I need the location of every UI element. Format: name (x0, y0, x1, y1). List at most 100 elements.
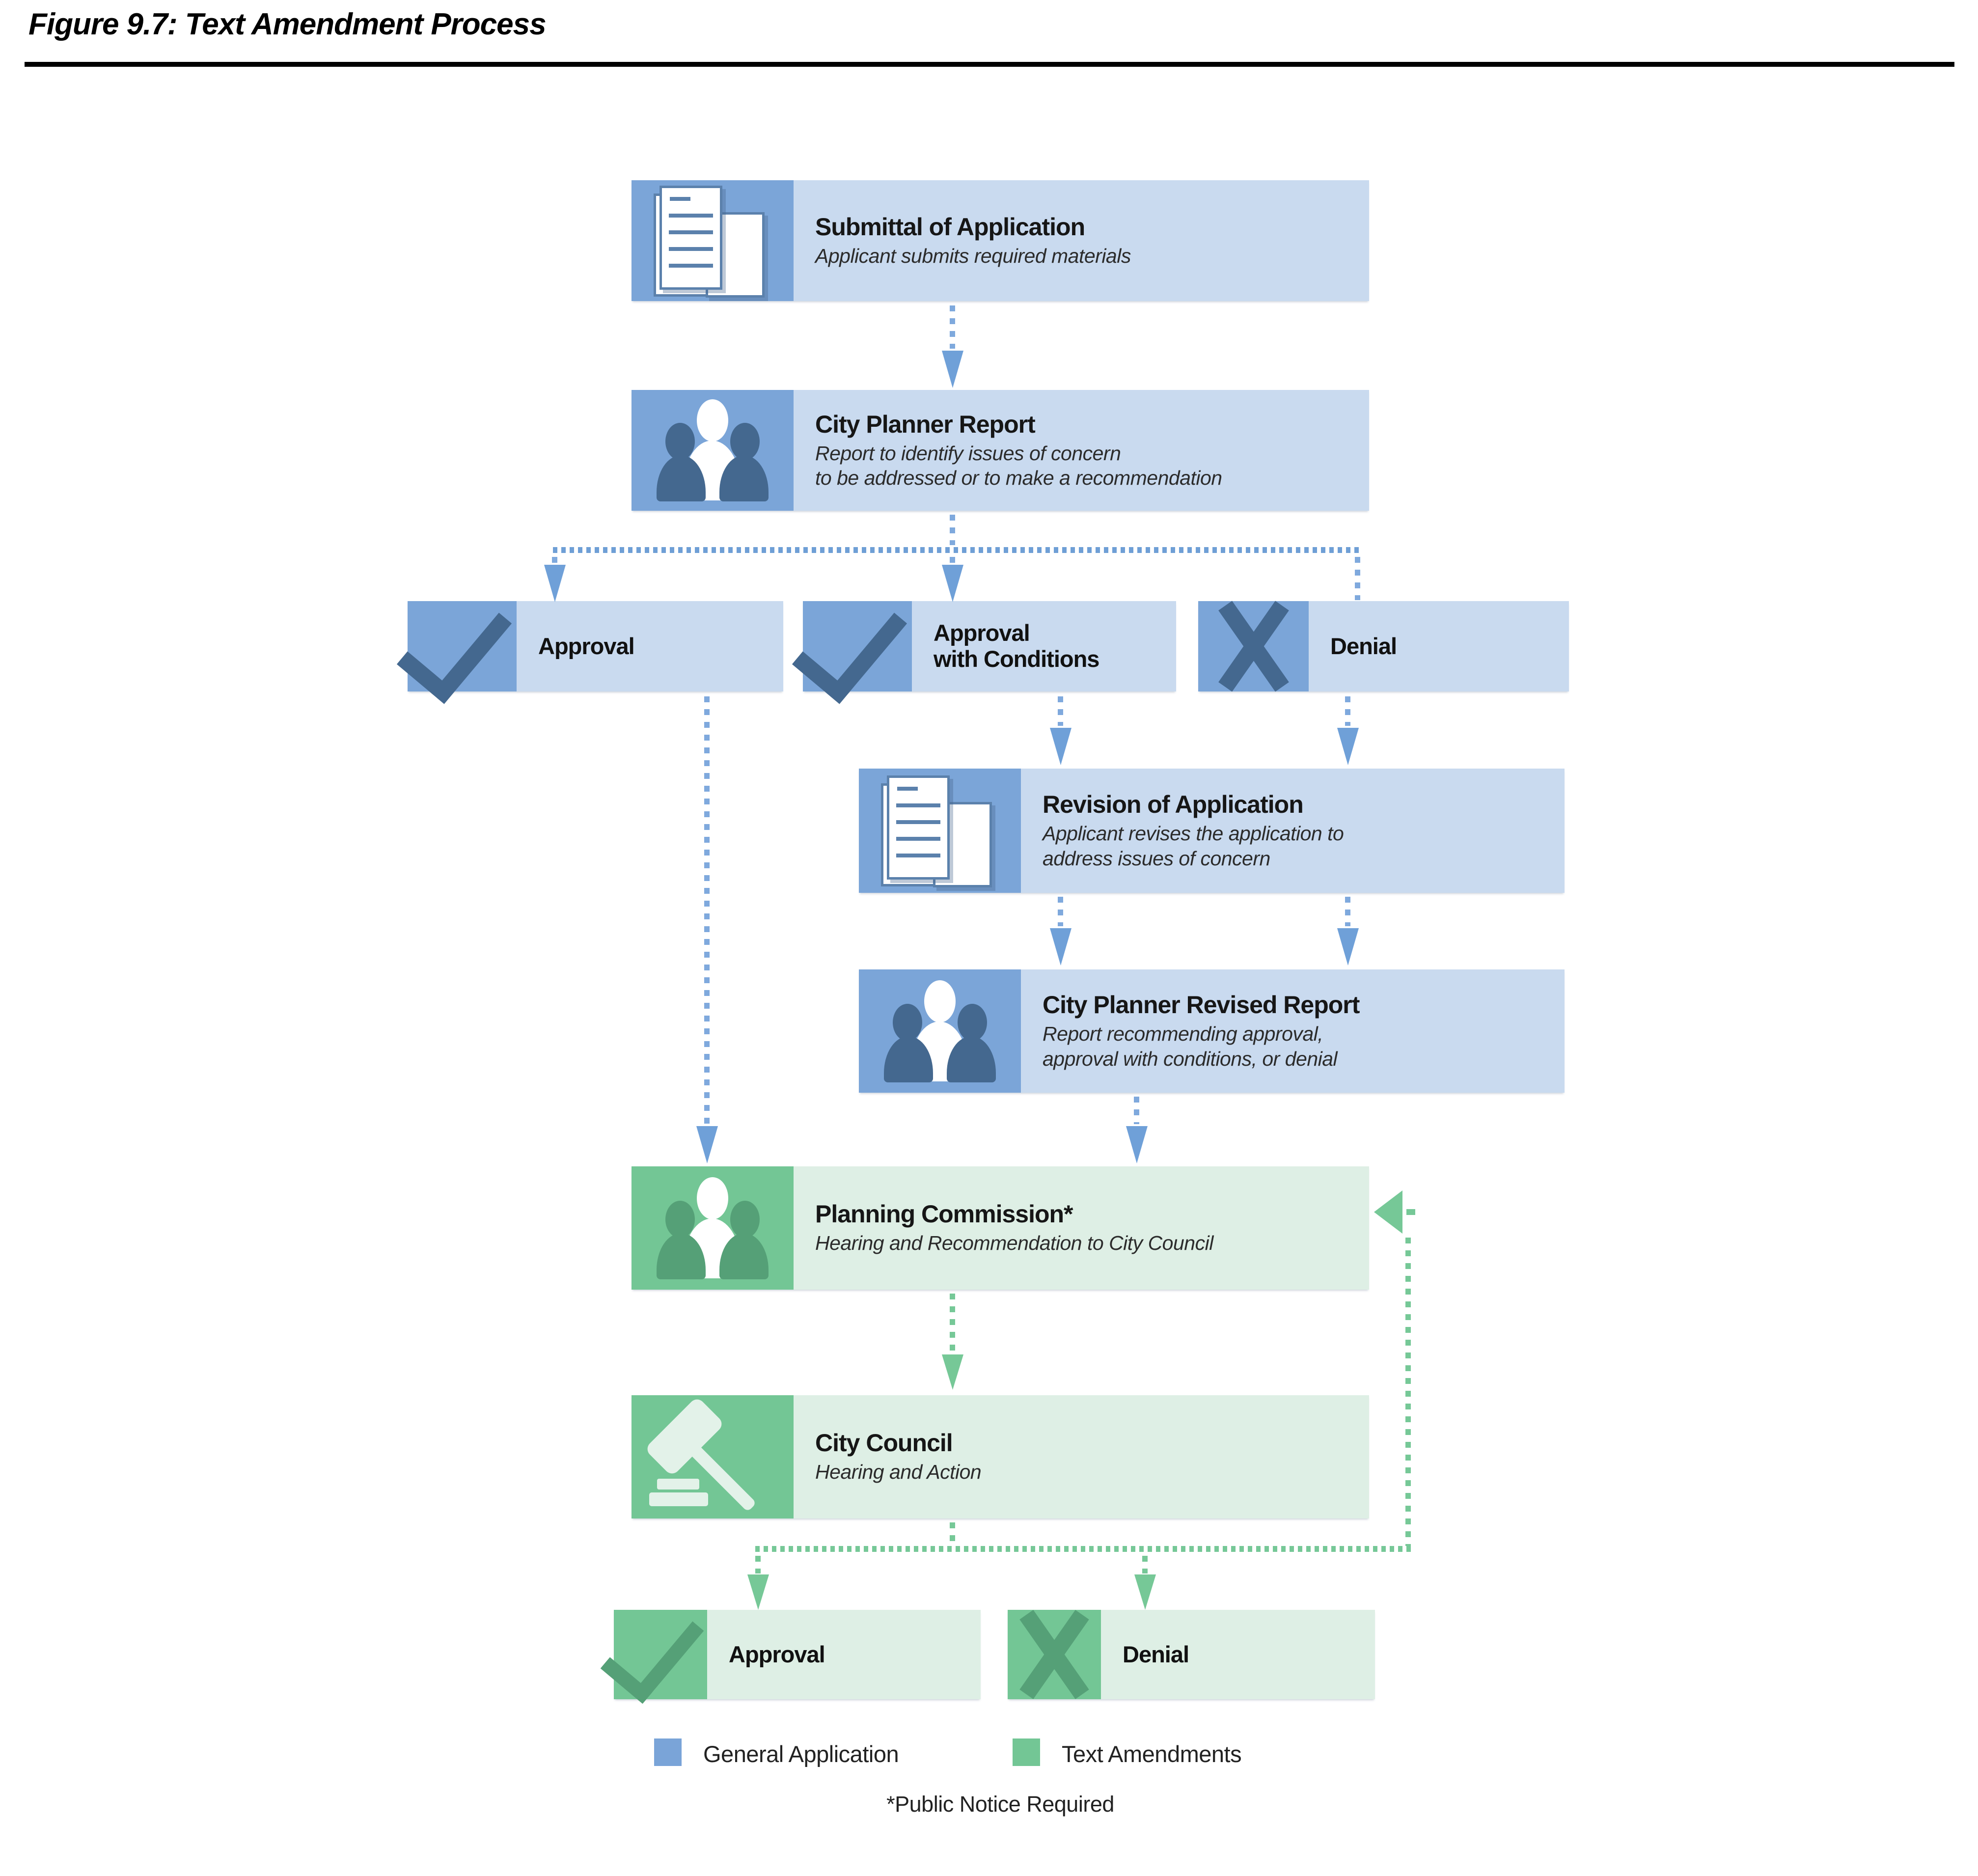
box-denial-final: Denial (1008, 1610, 1375, 1699)
people-icon-art (657, 399, 769, 501)
feedback-denial-to-commission-line (1405, 1238, 1411, 1546)
arrow-approval-to-commission-line (704, 696, 710, 1125)
box-text: Approval with Conditions (912, 601, 1176, 691)
arrow-branch-to-denial-line (1355, 557, 1360, 600)
box-approval-first: Approval (396, 583, 783, 704)
box-text: Approval (707, 1610, 981, 1699)
person-center-head (697, 399, 728, 441)
arrow-revised-to-commission-head (1126, 1126, 1148, 1163)
box-text: Submittal of Application Applicant submi… (794, 180, 1369, 301)
gavel-base-top (657, 1479, 699, 1490)
feedback-denial-to-commission-head (1374, 1190, 1402, 1234)
box-title: Submittal of Application (815, 213, 1085, 241)
people-icon-art (884, 980, 996, 1082)
person-right-head (730, 1200, 760, 1238)
arrow-branch-to-approval-final-line (755, 1556, 761, 1573)
documents-icon-art (881, 775, 994, 887)
box-text: Revision of Application Applicant revise… (1021, 769, 1565, 893)
gavel-base-bottom (649, 1492, 708, 1506)
person-center-head (924, 980, 956, 1022)
legend-label-text-amendments: Text Amendments (1062, 1741, 1242, 1767)
document-text-lines (669, 213, 713, 279)
person-left-head (893, 1003, 922, 1041)
arrow-submittal-to-report-head (942, 351, 963, 388)
x-icon (1008, 1610, 1101, 1699)
legend-swatch-text-amendments (1013, 1738, 1040, 1766)
box-text: City Planner Revised Report Report recom… (1021, 969, 1565, 1093)
arrow-revision-to-revised-right-head (1337, 928, 1359, 966)
box-denial-first: Denial (1198, 601, 1569, 692)
box-title: City Planner Report (815, 410, 1036, 438)
box-text: Approval (517, 601, 783, 691)
documents-icon-art (654, 185, 767, 298)
checkmark-glyph (792, 583, 907, 704)
arrow-submittal-to-report-line (950, 305, 955, 349)
box-submittal-of-application: Submittal of Application Applicant submi… (632, 180, 1369, 301)
arrow-revision-to-revised-left-head (1050, 928, 1071, 966)
arrow-denial-to-revision-line (1345, 696, 1350, 726)
document-text-lines (896, 803, 940, 869)
document-lined-sheet (659, 185, 722, 290)
box-text: Planning Commission* Hearing and Recomme… (794, 1166, 1369, 1290)
person-right-head (958, 1003, 987, 1041)
arrow-branch-to-conditions-head (942, 565, 963, 602)
box-city-council: City Council Hearing and Action (632, 1395, 1369, 1518)
people-icon (632, 1166, 794, 1290)
box-label: Approval (538, 633, 635, 659)
people-icon (859, 969, 1021, 1093)
box-subtitle: Report recommending approval, approval w… (1043, 1022, 1338, 1070)
box-planning-commission: Planning Commission* Hearing and Recomme… (632, 1166, 1369, 1290)
box-subtitle: Applicant submits required materials (815, 244, 1131, 267)
arrow-conditions-to-revision-head (1050, 728, 1071, 765)
box-city-planner-report: City Planner Report Report to identify i… (632, 390, 1369, 511)
checkmark-icon (600, 1595, 707, 1704)
checkmark-icon (396, 583, 517, 704)
box-subtitle: Applicant revises the application to add… (1043, 822, 1344, 870)
arrow-branch-to-approval-line (552, 557, 557, 565)
document-lined-sheet (887, 775, 950, 880)
arrow-council-to-branch-line (950, 1522, 955, 1544)
box-title: Planning Commission* (815, 1200, 1073, 1228)
box-city-planner-revised-report: City Planner Revised Report Report recom… (859, 969, 1565, 1093)
box-subtitle: Hearing and Recommendation to City Counc… (815, 1232, 1213, 1255)
box-text: Denial (1101, 1610, 1375, 1699)
figure-title: Figure 9.7: Text Amendment Process (28, 7, 547, 41)
document-title-line (670, 196, 690, 201)
arrow-branch-to-conditions-line (950, 557, 955, 565)
arrow-branch-to-approval-final-head (747, 1574, 769, 1610)
documents-icon (632, 180, 794, 301)
person-left-head (665, 1200, 695, 1238)
box-label: Denial (1330, 633, 1397, 659)
people-icon-art (657, 1177, 769, 1279)
checkmark-icon (792, 583, 912, 704)
legend-label-general-application: General Application (703, 1741, 899, 1767)
x-icon (1198, 601, 1309, 692)
box-text: City Planner Report Report to identify i… (794, 390, 1369, 511)
branch-distributor-green (755, 1546, 1411, 1552)
box-title: City Council (815, 1429, 953, 1457)
box-approval-with-conditions: Approval with Conditions (792, 583, 1176, 704)
box-subtitle: Report to identify issues of concern to … (815, 441, 1222, 489)
arrow-revised-to-commission-line (1134, 1097, 1139, 1124)
person-center-head (697, 1177, 728, 1219)
footnote-public-notice: *Public Notice Required (886, 1792, 1114, 1817)
arrow-conditions-to-revision-line (1058, 696, 1063, 726)
arrow-branch-to-denial-final-line (1142, 1556, 1148, 1573)
box-subtitle: Hearing and Action (815, 1461, 982, 1484)
box-text: Denial (1309, 601, 1569, 691)
arrow-denial-to-revision-head (1337, 728, 1359, 765)
arrow-revision-to-revised-left-line (1058, 897, 1063, 926)
person-right-head (730, 423, 760, 460)
checkmark-glyph (396, 583, 512, 704)
arrow-report-to-branch-line (950, 515, 955, 545)
arrow-branch-to-approval-head (544, 565, 566, 602)
person-left-head (665, 423, 695, 460)
checkmark-glyph (600, 1595, 704, 1704)
gavel-icon (632, 1395, 794, 1518)
box-title: City Planner Revised Report (1043, 991, 1360, 1019)
arrow-revision-to-revised-right-line (1345, 897, 1350, 926)
arrow-approval-to-commission-head (696, 1126, 718, 1163)
box-title: Revision of Application (1043, 791, 1304, 819)
box-label: Denial (1123, 1641, 1189, 1667)
